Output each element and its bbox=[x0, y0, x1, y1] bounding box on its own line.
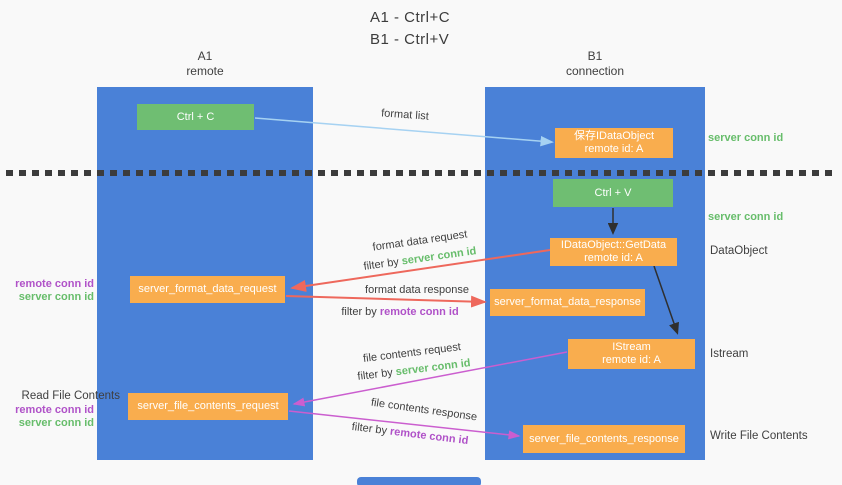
lane-header-a1: A1 remote bbox=[97, 49, 313, 79]
remote-conn-id-key-1: remote conn id bbox=[379, 306, 459, 318]
node-getdata-line2: remote id: A bbox=[584, 252, 643, 264]
node-ctrl-v-label: Ctrl + V bbox=[594, 186, 632, 199]
lane-b1-role: connection bbox=[565, 64, 625, 78]
label-file-contents-response-filter: filter by remote conn id bbox=[351, 421, 469, 447]
node-server-format-data-response: server_format_data_response bbox=[490, 289, 645, 316]
label-format-data-response-filter: filter by remote conn id bbox=[341, 306, 458, 318]
label-format-remote-conn-id: remote conn id bbox=[15, 278, 94, 290]
node-save-idataobject-line2: remote id: A bbox=[584, 143, 644, 155]
node-istream-line1: IStream bbox=[612, 341, 651, 353]
horizontal-scrollbar-thumb[interactable] bbox=[357, 477, 481, 485]
filter-by-text-3: filter by bbox=[356, 366, 397, 383]
lane-header-b1: B1 connection bbox=[485, 49, 705, 79]
node-ctrl-c-label: Ctrl + C bbox=[176, 110, 215, 123]
node-save-idataobject: 保存IDataObject remote id: A bbox=[555, 128, 673, 158]
label-dataobject: DataObject bbox=[710, 245, 768, 257]
label-istream: Istream bbox=[710, 348, 749, 360]
remote-conn-id-key-2: remote conn id bbox=[389, 425, 469, 448]
lane-a1-role: remote bbox=[186, 64, 224, 78]
node-idataobject-getdata: IDataObject::GetData remote id: A bbox=[550, 238, 677, 266]
lane-b1-name: B1 bbox=[587, 49, 603, 63]
edge-format-data-response bbox=[285, 295, 487, 308]
node-format-response-label: server_format_data_response bbox=[494, 296, 641, 308]
server-conn-id-key-1: server conn id bbox=[400, 245, 478, 268]
node-server-format-data-request: server_format_data_request bbox=[130, 276, 285, 303]
lane-a1-name: A1 bbox=[197, 49, 213, 63]
node-istream-line2: remote id: A bbox=[602, 354, 661, 366]
filter-by-text-2: filter by bbox=[341, 306, 380, 318]
label-format-list: format list bbox=[380, 107, 430, 123]
node-save-idataobject-line1: 保存IDataObject bbox=[573, 130, 655, 142]
node-format-request-label: server_format_data_request bbox=[138, 283, 277, 295]
node-file-response-label: server_file_contents_response bbox=[529, 432, 679, 445]
label-file-remote-conn-id: remote conn id bbox=[15, 404, 94, 416]
filter-by-text-1: filter by bbox=[362, 255, 403, 273]
node-server-file-contents-request: server_file_contents_request bbox=[128, 393, 288, 420]
label-group-format-conn-ids: remote conn id server conn id bbox=[0, 278, 94, 304]
node-server-file-contents-response: server_file_contents_response bbox=[523, 425, 685, 453]
filter-by-text-4: filter by bbox=[351, 420, 391, 438]
label-group-file-conn-ids: remote conn id server conn id bbox=[0, 404, 94, 430]
title-line-1: A1 - Ctrl+C bbox=[370, 9, 451, 26]
node-getdata-line1: IDataObject::GetData bbox=[560, 239, 667, 251]
label-read-file-contents: Read File Contents bbox=[21, 390, 120, 402]
label-file-contents-response: file contents response bbox=[370, 396, 478, 424]
node-istream: IStream remote id: A bbox=[568, 339, 695, 369]
label-server-conn-id-mid: server conn id bbox=[708, 211, 784, 223]
title-line-2: B1 - Ctrl+V bbox=[370, 31, 450, 48]
label-file-server-conn-id: server conn id bbox=[18, 417, 94, 429]
node-file-request-label: server_file_contents_request bbox=[137, 400, 279, 412]
label-format-data-response: format data response bbox=[365, 284, 469, 296]
label-write-file-contents: Write File Contents bbox=[710, 430, 808, 442]
diagram-title: A1 - Ctrl+C B1 - Ctrl+V bbox=[370, 7, 450, 51]
dotted-separator-line bbox=[6, 170, 836, 176]
node-ctrl-v: Ctrl + V bbox=[553, 179, 673, 207]
label-format-server-conn-id: server conn id bbox=[18, 291, 94, 303]
label-server-conn-id-top: server conn id bbox=[708, 132, 784, 144]
node-ctrl-c: Ctrl + C bbox=[137, 104, 254, 130]
server-conn-id-key-2: server conn id bbox=[395, 357, 472, 379]
